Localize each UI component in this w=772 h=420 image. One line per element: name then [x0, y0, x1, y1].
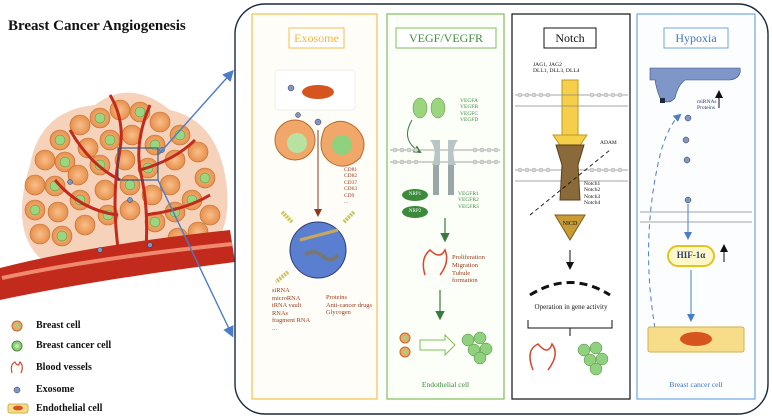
hypoxia-cargo: miRNAs Proteins [697, 99, 717, 112]
hif-label: HIF-1α [676, 250, 706, 260]
legend-blood-vessels-label: Blood vessels [36, 362, 92, 373]
legend-endothelial-cell-label: Endothelial cell [36, 403, 103, 414]
legend-breast-cell-label: Breast cell [36, 320, 81, 331]
vegf-ligands: VEGFA VEGFB VEGFC VEGFD [460, 98, 479, 124]
figure-title: Breast Cancer Angiogenesis [8, 18, 186, 34]
gene-activity-label: Operation in gene activity [534, 303, 608, 311]
vegf-panel-graphics [390, 97, 500, 365]
notch-panel-graphics [515, 79, 628, 376]
exosome-cargo-right: Proteins Anti-cancer drugs Glycogen [326, 294, 372, 317]
legend-graphics [7, 320, 29, 414]
exosome-cargo-left: siRNA microRNA tRNA vault RNAs fragment … [272, 287, 311, 332]
notch-ligands: JAG1, JAG2 DLL1, DLL3, DLL4 [533, 62, 580, 75]
legend-exosome-label: Exosome [36, 384, 75, 395]
notch-receptors: Notch1 Notch2 Notch3 Notch4 [584, 181, 601, 207]
exosome-markers: CD81 CD82 CD37 CD63 CD9 ... [344, 167, 358, 206]
vegf-caption: Endothelial cell [421, 380, 470, 389]
adam-label: ADAM [600, 140, 617, 146]
vegf-effects: Proliferation Migration Tubule formation [452, 254, 485, 285]
nicd-label: NICD [562, 221, 578, 227]
vegf-panel-title: VEGF/VEGFR [408, 31, 483, 45]
nrp1-label: NRP1 [408, 192, 422, 197]
legend-breast-cancer-cell-label: Breast cancer cell [36, 340, 112, 351]
exosome-panel-graphics [274, 69, 365, 284]
vegf-receptors: VEGFR1 VEGFR2 VEGFR3 [458, 191, 479, 210]
notch-panel-title: Notch [555, 31, 585, 45]
nrp2-label: NRP2 [408, 209, 422, 214]
hypoxia-panel-title: Hypoxia [675, 31, 717, 45]
exosome-panel-title: Exosome [294, 31, 339, 45]
hypoxia-caption: Breast cancer cell [669, 380, 723, 389]
hypoxia-panel-graphics [640, 67, 752, 353]
